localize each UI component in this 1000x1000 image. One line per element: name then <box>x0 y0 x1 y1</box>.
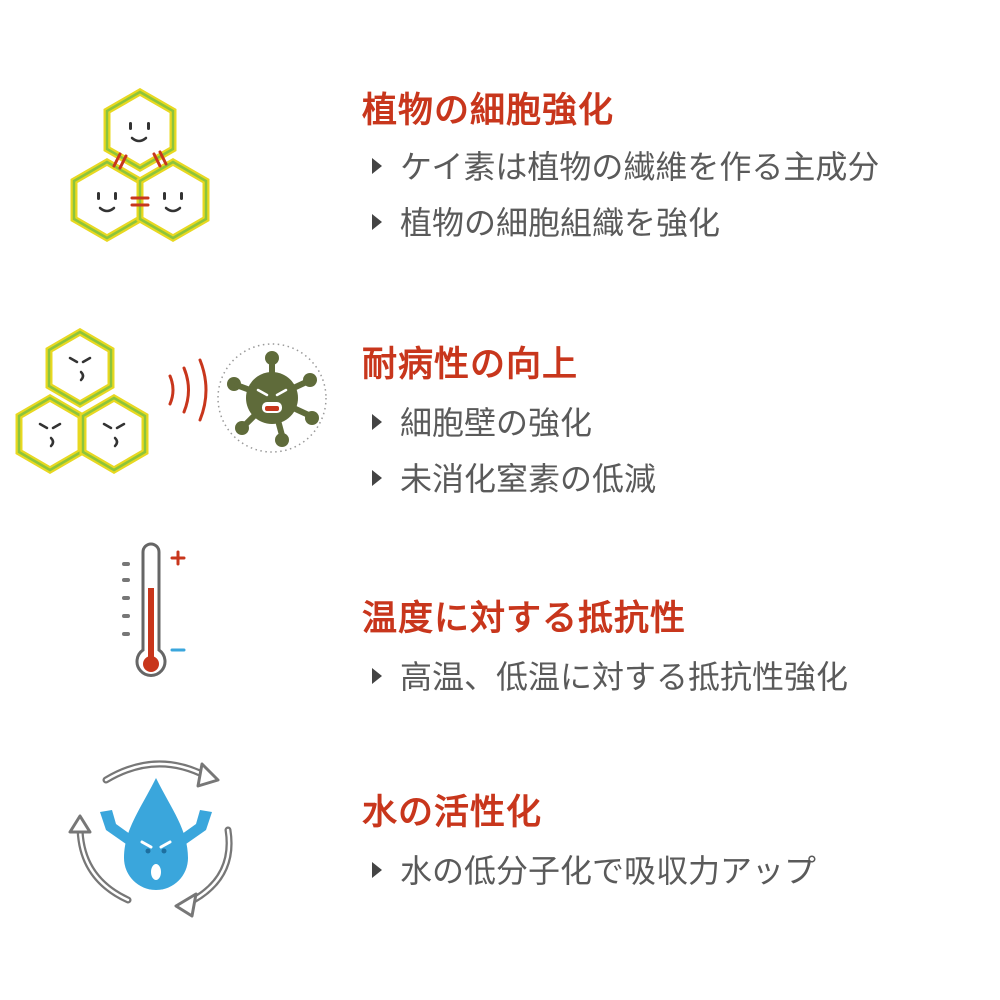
section-title: 植物の細胞強化 <box>362 91 615 131</box>
triangle-bullet-icon <box>372 668 382 684</box>
section-title: 温度に対する抵抗性 <box>362 599 687 639</box>
triangle-bullet-icon <box>372 414 382 430</box>
triangle-bullet-icon <box>372 470 382 486</box>
bullet-item: 高温、低温に対する抵抗性強化 <box>372 652 848 698</box>
bullet-item: 未消化窒素の低減 <box>372 454 656 500</box>
bullet-item: 細胞壁の強化 <box>372 398 592 444</box>
triangle-bullet-icon <box>372 862 382 878</box>
water-drop-cycle-icon <box>66 750 246 920</box>
thermometer-icon <box>110 540 200 690</box>
triangle-bullet-icon <box>372 158 382 174</box>
bullet-item: ケイ素は植物の繊維を作る主成分 <box>372 142 879 188</box>
triangle-bullet-icon <box>372 214 382 230</box>
cells-repel-virus-icon <box>10 328 330 478</box>
bullet-item: 水の低分子化で吸収力アップ <box>372 846 816 892</box>
bullet-item: 植物の細胞組織を強化 <box>372 198 720 244</box>
smiling-cells-icon <box>62 88 222 248</box>
section-title: 耐病性の向上 <box>362 345 579 385</box>
section-title: 水の活性化 <box>362 793 543 833</box>
